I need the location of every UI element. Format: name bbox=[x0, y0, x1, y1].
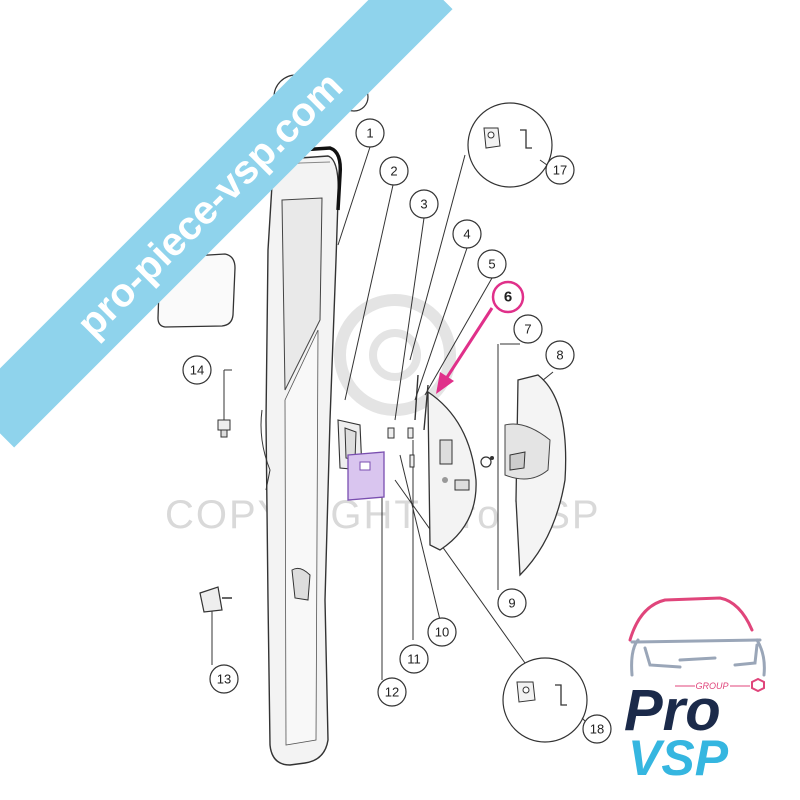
callout-10: 10 bbox=[427, 617, 457, 647]
hexagon-icon bbox=[751, 677, 765, 693]
callout-7: 7 bbox=[513, 314, 543, 344]
callout-4-label: 4 bbox=[463, 227, 470, 242]
callout-3-label: 3 bbox=[420, 197, 427, 212]
callout-13-label: 13 bbox=[217, 672, 231, 687]
part-bolt bbox=[217, 419, 231, 438]
part-purple-plate bbox=[347, 451, 385, 501]
callout-13: 13 bbox=[209, 664, 239, 694]
callout-2-label: 2 bbox=[390, 164, 397, 179]
car-outline-icon bbox=[628, 596, 766, 677]
highlight-arrow bbox=[436, 307, 494, 394]
callout-10-label: 10 bbox=[435, 625, 449, 640]
logo-group-text: GROUP bbox=[695, 681, 728, 691]
logo-vsp-text: VSP bbox=[628, 730, 729, 786]
callout-8-label: 8 bbox=[556, 348, 563, 363]
part-small-fittings bbox=[387, 427, 415, 468]
callout-14-label: 14 bbox=[190, 363, 204, 378]
callout-12: 12 bbox=[377, 677, 407, 707]
callout-1-label: 1 bbox=[366, 126, 373, 141]
part-detail-18 bbox=[502, 657, 588, 743]
part-door-panel bbox=[260, 155, 339, 766]
part-cover bbox=[504, 374, 567, 577]
part-detail-17 bbox=[467, 102, 553, 188]
callout-11-label: 11 bbox=[407, 652, 421, 667]
part-rods bbox=[414, 374, 429, 431]
provsp-logo: GROUP Pro VSP bbox=[624, 596, 766, 786]
callout-18-label: 18 bbox=[590, 722, 604, 737]
callout-1: 1 bbox=[355, 118, 385, 148]
callout-3: 3 bbox=[409, 189, 439, 219]
callout-8: 8 bbox=[545, 340, 575, 370]
callout-5-label: 5 bbox=[488, 257, 495, 272]
callout-17-label: 17 bbox=[553, 163, 567, 178]
callout-18: 18 bbox=[581, 714, 612, 744]
callout-6: 6 bbox=[491, 280, 525, 314]
logo-pro-text: Pro bbox=[624, 678, 721, 743]
callout-4: 4 bbox=[452, 219, 482, 249]
part-lock-mechanism bbox=[427, 390, 477, 551]
callout-7-label: 7 bbox=[524, 322, 531, 337]
callout-6-label: 6 bbox=[504, 289, 512, 306]
callout-9: 9 bbox=[497, 588, 527, 618]
part-bracket bbox=[199, 586, 232, 613]
callout-14: 14 bbox=[182, 355, 212, 385]
part-spring bbox=[480, 456, 494, 468]
callout-17: 17 bbox=[539, 155, 575, 185]
callout-5: 5 bbox=[477, 249, 507, 279]
callout-12-label: 12 bbox=[385, 685, 399, 700]
callout-9-label: 9 bbox=[508, 596, 515, 611]
callout-11: 11 bbox=[399, 644, 429, 674]
callout-2: 2 bbox=[379, 156, 409, 186]
